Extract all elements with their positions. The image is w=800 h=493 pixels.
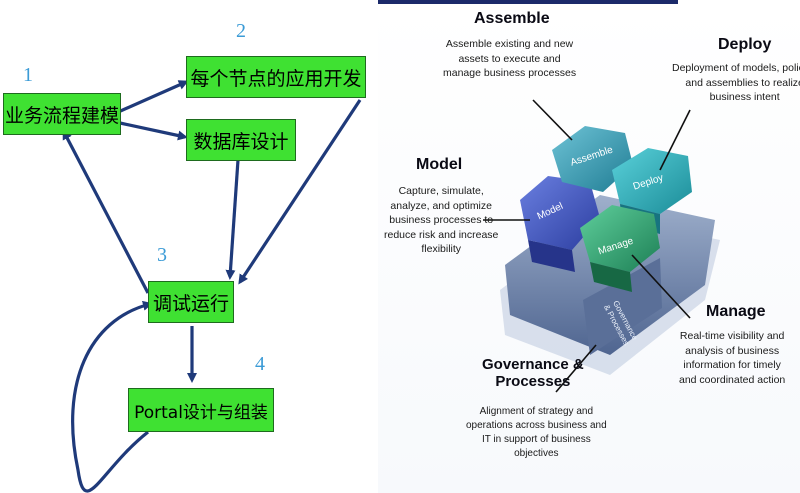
desc-line: assets to execute and [458,52,561,65]
desc-line: and coordinated action [679,373,786,386]
arrow-model-to-dev [115,80,189,115]
step-box-node-app-dev[interactable]: 每个节点的应用开发 [186,56,366,98]
desc-line: Capture, simulate, [398,185,484,197]
leader-governance [555,344,597,393]
governance-title: Governance & Processes [482,356,584,390]
top-rule [378,0,678,4]
step-box-portal-design[interactable]: Portal设计与组装 [128,388,274,432]
step-label: 业务流程建模 [4,104,119,127]
governance-desc: Alignment of strategy and operations acr… [466,405,607,461]
desc-line: objectives [514,448,559,459]
desc-line: information for timely [683,359,781,372]
desc-line: manage business processes [443,67,577,80]
desc-line: flexibility [421,243,462,256]
step-number-1: 1 [23,64,33,86]
arrow-dev-to-test [238,99,362,285]
manage-hex-side [590,262,632,292]
leader-deploy [659,109,691,171]
deploy-desc: Deployment of models, policies and assem… [672,61,800,105]
step-label: 每个节点的应用开发 [190,67,362,90]
model-desc: Capture, simulate, analyze, and optimize… [384,184,498,257]
assemble-desc: Assemble existing and new assets to exec… [443,37,576,81]
manage-hex [580,205,660,272]
desc-line: Real-time visibility and [679,330,785,342]
leader-manage [631,254,691,319]
step-box-process-modeling[interactable]: 业务流程建模 [3,93,121,135]
desc-line: operations across business and [466,420,607,431]
desc-line: business processes to [389,214,494,227]
desc-line: and assemblies to realize [685,76,800,89]
desc-line: Alignment of strategy and [479,406,594,417]
step-label: 数据库设计 [193,130,289,153]
deploy-hex [612,148,692,214]
desc-line: Deployment of models, policies [672,62,800,74]
desc-line: IT in support of business [481,434,591,445]
manage-desc: Real-time visibility and analysis of bus… [679,329,785,387]
step-number-3: 3 [157,244,167,266]
arrow-portal-loop [71,300,153,493]
desc-line: Assemble existing and new [445,38,574,50]
assemble-title: Assemble [474,10,550,27]
model-hex-side [528,240,575,272]
arrow-test-to-model [62,129,150,294]
model-title: Model [416,156,463,173]
step-label: Portal设计与组装 [134,402,268,423]
base-slab-front [583,258,662,355]
desc-line: business intent [709,91,780,104]
desc-line: analysis of business [685,344,780,357]
arrow-model-to-db [119,121,188,141]
title-line: Governance & [482,356,584,373]
manage-title: Manage [706,303,766,320]
step-box-database-design[interactable]: 数据库设计 [186,119,296,161]
desc-line: analyze, and optimize [390,199,492,212]
step-box-debug-run[interactable]: 调试运行 [148,281,234,323]
step-label: 调试运行 [152,292,229,315]
title-line: Processes [495,373,571,390]
deploy-title: Deploy [718,36,772,53]
arrow-db-to-test [225,159,240,280]
leader-assemble [532,99,573,141]
step-number-2: 2 [236,20,246,42]
model-hex [520,176,600,250]
assemble-hex [552,126,633,192]
desc-line: reduce risk and increase [384,228,499,241]
step-number-4: 4 [255,353,265,375]
